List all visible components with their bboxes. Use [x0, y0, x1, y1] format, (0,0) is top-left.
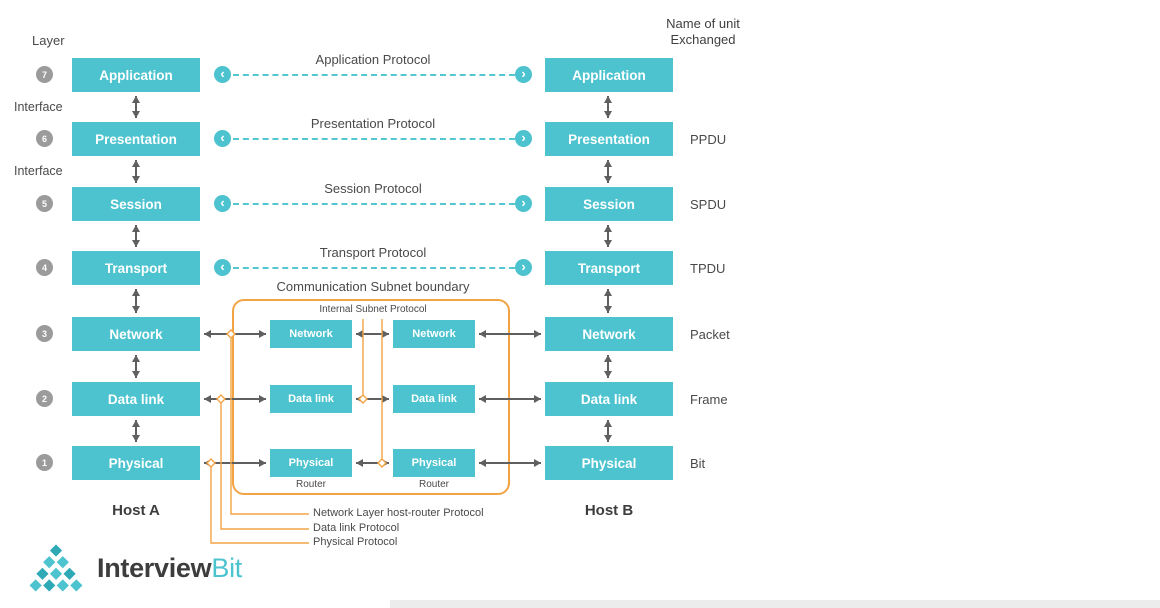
- session-protocol-label: Session Protocol: [324, 181, 422, 196]
- interface-label-2: Interface: [14, 164, 63, 178]
- logo-text: InterviewBit: [97, 553, 242, 584]
- router1-datalink-box: Data link: [270, 385, 352, 413]
- router1-network-box: Network: [270, 320, 352, 348]
- chevron-left-glyph: ‹: [220, 195, 225, 210]
- chevron-left-circle-icon: ‹: [214, 130, 231, 147]
- session-protocol-line: [233, 203, 515, 205]
- host-b-application-box: Application: [545, 58, 673, 92]
- layer-number-badge-7: 7: [36, 66, 53, 83]
- chevron-left-glyph: ‹: [220, 259, 225, 274]
- host-a-presentation-box: Presentation: [72, 122, 200, 156]
- router2-caption: Router: [418, 479, 449, 490]
- layer-number-badge-6: 6: [36, 130, 53, 147]
- host-a-transport-box: Transport: [72, 251, 200, 285]
- host-b-datalink-box: Data link: [545, 382, 673, 416]
- host-a-datalink-box: Data link: [72, 382, 200, 416]
- host-a-network-box: Network: [72, 317, 200, 351]
- unit-header-line1: Name of unit: [666, 16, 740, 31]
- chevron-right-glyph: ›: [521, 259, 526, 274]
- internal-subnet-protocol-label: Internal Subnet Protocol: [319, 304, 427, 315]
- chevron-right-glyph: ›: [521, 195, 526, 210]
- presentation-protocol-label: Presentation Protocol: [310, 116, 436, 131]
- logo-mark-icon: [28, 543, 84, 593]
- application-protocol-line: [233, 74, 515, 76]
- host-b-physical-box: Physical: [545, 446, 673, 480]
- layer-number-badge-3: 3: [36, 325, 53, 342]
- chevron-right-circle-icon: ›: [515, 66, 532, 83]
- host-b-title: Host B: [584, 502, 634, 519]
- host-a-title: Host A: [112, 502, 160, 519]
- chevron-right-circle-icon: ›: [515, 130, 532, 147]
- unit-label-ppdu: PPDU: [690, 132, 727, 147]
- physical-protocol-label: Physical Protocol: [313, 536, 398, 548]
- logo-text-primary: Interview: [97, 552, 212, 583]
- interface-label-1: Interface: [14, 100, 63, 114]
- interviewbit-logo: InterviewBit: [25, 543, 242, 593]
- layer-number-badge-5: 5: [36, 195, 53, 212]
- host-a-session-box: Session: [72, 187, 200, 221]
- layer-number-badge-2: 2: [36, 390, 53, 407]
- unit-label-bit: Bit: [690, 456, 706, 471]
- chevron-right-glyph: ›: [521, 130, 526, 145]
- chevron-left-circle-icon: ‹: [214, 259, 231, 276]
- router1-caption: Router: [295, 479, 326, 490]
- layer-column-header: Layer: [32, 33, 65, 48]
- host-b-network-box: Network: [545, 317, 673, 351]
- application-protocol-label: Application Protocol: [315, 52, 431, 67]
- presentation-protocol-line: [233, 138, 515, 140]
- bottom-strip: [390, 600, 1160, 608]
- host-b-transport-box: Transport: [545, 251, 673, 285]
- network-host-router-protocol-label: Network Layer host-router Protocol: [313, 507, 484, 519]
- chevron-left-glyph: ‹: [220, 66, 225, 81]
- router2-physical-box: Physical: [393, 449, 475, 477]
- router2-datalink-box: Data link: [393, 385, 475, 413]
- transport-protocol-label: Transport Protocol: [319, 245, 427, 260]
- chevron-right-circle-icon: ›: [515, 195, 532, 212]
- datalink-protocol-label: Data link Protocol: [313, 522, 400, 534]
- host-b-presentation-box: Presentation: [545, 122, 673, 156]
- unit-label-packet: Packet: [690, 327, 730, 342]
- router2-network-box: Network: [393, 320, 475, 348]
- layer-number-badge-1: 1: [36, 454, 53, 471]
- host-a-application-box: Application: [72, 58, 200, 92]
- chevron-left-circle-icon: ‹: [214, 195, 231, 212]
- subnet-boundary-label: Communication Subnet boundary: [276, 279, 470, 294]
- transport-protocol-line: [233, 267, 515, 269]
- chevron-right-circle-icon: ›: [515, 259, 532, 276]
- host-b-session-box: Session: [545, 187, 673, 221]
- layer-number-badge-4: 4: [36, 259, 53, 276]
- chevron-left-glyph: ‹: [220, 130, 225, 145]
- unit-label-spdu: SPDU: [690, 197, 727, 212]
- logo-text-secondary: Bit: [211, 552, 242, 583]
- chevron-right-glyph: ›: [521, 66, 526, 81]
- chevron-left-circle-icon: ‹: [214, 66, 231, 83]
- unit-label-tpdu: TPDU: [690, 261, 726, 276]
- unit-label-frame: Frame: [690, 392, 728, 407]
- unit-header: Name of unit Exchanged: [647, 16, 759, 49]
- router1-physical-box: Physical: [270, 449, 352, 477]
- host-a-physical-box: Physical: [72, 446, 200, 480]
- unit-header-line2: Exchanged: [670, 32, 736, 48]
